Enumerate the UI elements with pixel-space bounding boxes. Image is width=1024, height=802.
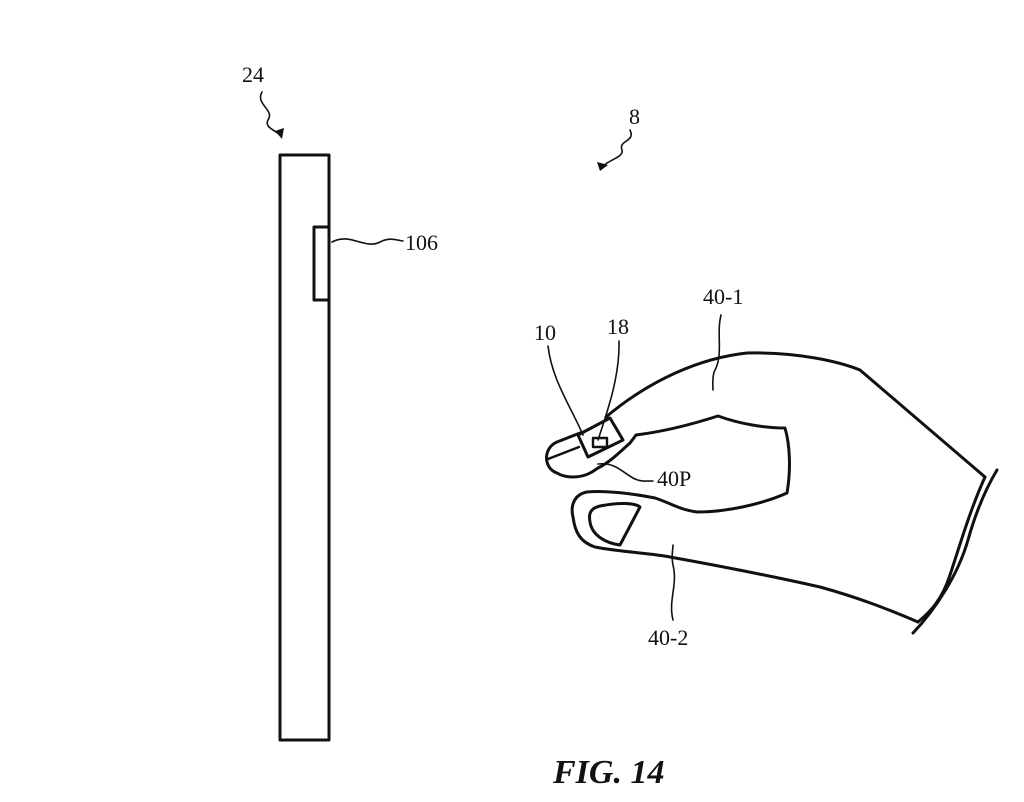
thumb-outline (570, 490, 920, 624)
arrowhead-8 (597, 162, 608, 171)
label-40P: 40P (657, 466, 691, 491)
index-finger-outline (604, 351, 987, 479)
leader-10 (547, 345, 584, 436)
palm-edge (916, 475, 987, 624)
thumbnail (588, 502, 642, 547)
leader-18 (597, 340, 620, 441)
leader-40-2 (670, 544, 676, 621)
sensor-18 (591, 436, 609, 449)
finger-device-10 (576, 416, 625, 459)
nail-line (546, 445, 581, 461)
arrow-24 (259, 91, 282, 137)
leader-40-1 (711, 314, 722, 391)
device-24 (259, 91, 404, 742)
label-18: 18 (607, 314, 629, 339)
wrist-line (911, 468, 999, 635)
arrowhead-24 (275, 128, 284, 139)
label-8: 8 (629, 104, 640, 129)
finger-pad-edge (596, 441, 632, 470)
leader-40P (597, 462, 654, 482)
middle-finger-outline (585, 414, 791, 514)
label-40-1: 40-1 (703, 284, 743, 309)
device-body (278, 153, 331, 742)
label-106: 106 (405, 230, 438, 255)
arrow-8 (601, 129, 633, 169)
label-24: 24 (242, 62, 264, 87)
figure-caption: FIG. 14 (552, 754, 664, 791)
label-40-2: 40-2 (648, 625, 688, 650)
fingertip-outline (545, 431, 600, 479)
side-button (312, 225, 331, 302)
label-10: 10 (534, 320, 556, 345)
leader-106 (331, 238, 404, 245)
hand (545, 314, 999, 635)
